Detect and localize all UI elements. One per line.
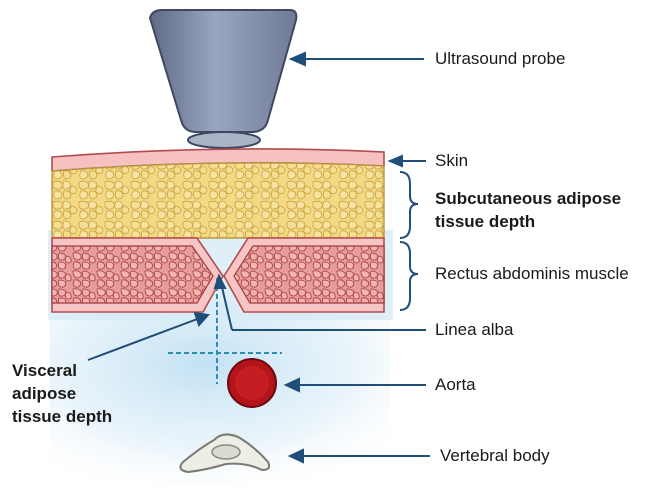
label-visceral-3: tissue depth <box>12 406 112 428</box>
subcutaneous-brace <box>400 172 418 238</box>
label-visceral-1: Visceral <box>12 360 77 382</box>
label-subcutaneous-2: tissue depth <box>435 211 535 233</box>
label-subcutaneous-1: Subcutaneous adipose <box>435 188 621 210</box>
label-linea-alba: Linea alba <box>435 319 513 341</box>
label-ultrasound-probe: Ultrasound probe <box>435 48 565 70</box>
label-aorta: Aorta <box>435 374 476 396</box>
label-skin: Skin <box>435 150 468 172</box>
label-vertebral-body: Vertebral body <box>440 445 550 467</box>
ultrasound-probe <box>150 10 296 148</box>
label-rectus-abdominis: Rectus abdominis muscle <box>435 263 629 285</box>
label-visceral-2: adipose <box>12 383 76 405</box>
subcutaneous-fat-layer <box>52 163 384 238</box>
rectus-brace <box>400 242 418 310</box>
